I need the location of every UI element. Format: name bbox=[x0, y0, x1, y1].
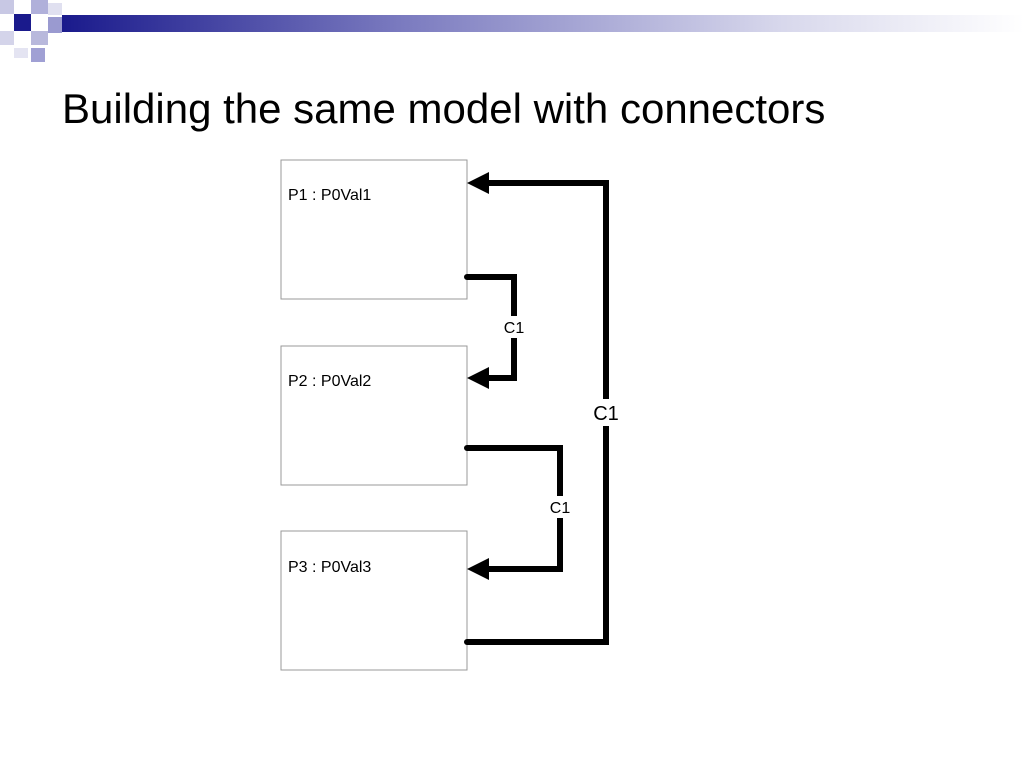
header-square bbox=[31, 0, 48, 14]
connector-label-p2-p3: C1 bbox=[550, 500, 571, 517]
header-decoration bbox=[0, 0, 1024, 62]
slide-title: Building the same model with connectors bbox=[62, 85, 826, 132]
header-gradient-bar bbox=[62, 15, 1024, 32]
arrowhead-p3 bbox=[467, 558, 489, 580]
connector-label-bg bbox=[499, 316, 529, 338]
header-square bbox=[14, 48, 28, 58]
header-square bbox=[48, 3, 62, 15]
part-box-p2 bbox=[280, 345, 468, 486]
connector-label-p1-p2: C1 bbox=[504, 320, 525, 337]
header-square bbox=[31, 48, 45, 62]
connector-label-bg bbox=[589, 399, 623, 426]
header-square bbox=[48, 17, 62, 33]
header-square bbox=[14, 14, 31, 31]
part-box-p3 bbox=[280, 530, 468, 671]
part-label-p2: P2 : P0Val2 bbox=[288, 373, 371, 390]
arrowhead-p2 bbox=[467, 367, 489, 389]
part-label-p1: P1 : P0Val1 bbox=[288, 187, 371, 204]
header-square bbox=[0, 31, 14, 45]
part-box-p1 bbox=[280, 159, 468, 300]
arrowhead-p1 bbox=[467, 172, 489, 194]
header-square bbox=[31, 31, 48, 45]
connector-label-p3-p1: C1 bbox=[593, 403, 619, 425]
connector-label-bg bbox=[545, 496, 575, 518]
header-square bbox=[0, 0, 14, 14]
part-label-p3: P3 : P0Val3 bbox=[288, 559, 371, 576]
